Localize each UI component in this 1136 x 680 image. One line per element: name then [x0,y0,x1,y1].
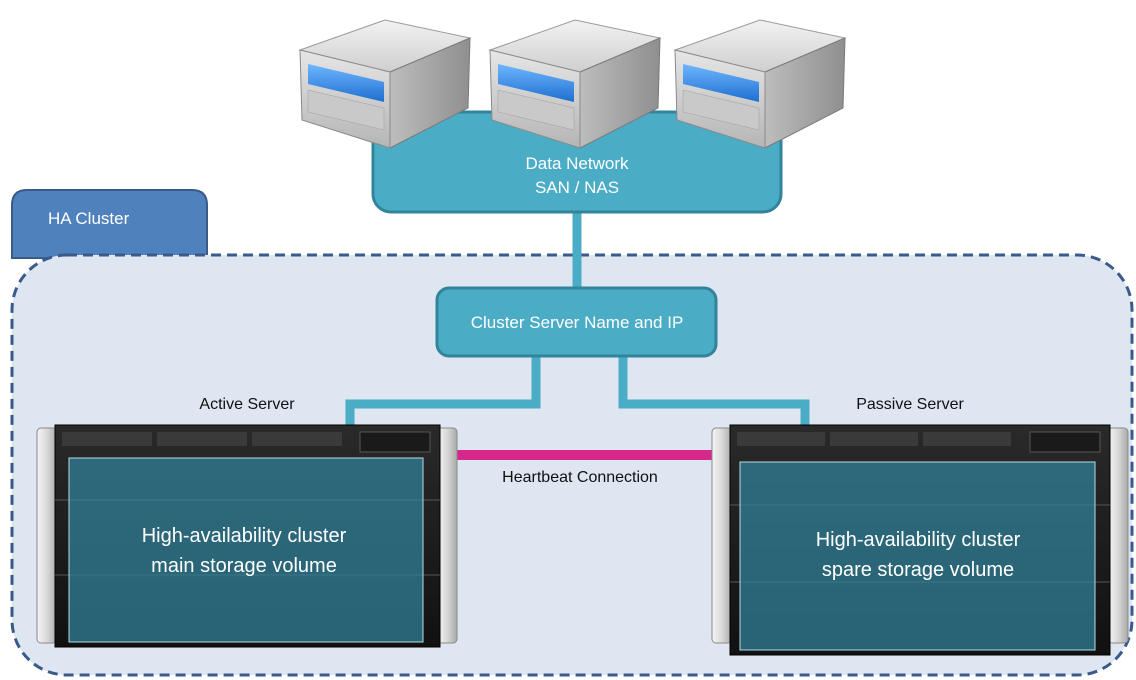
passive-server-label: Passive Server [856,396,964,413]
cluster-to-passive-line [618,356,810,425]
cluster-server-box [435,286,718,358]
active-volume-line2: main storage volume [151,555,337,577]
active-volume-overlay [68,457,424,643]
client-server-2 [488,19,662,149]
cluster-server-label: Cluster Server Name and IP [471,313,684,332]
data-network-sublabel: SAN / NAS [535,178,619,197]
client-server-1 [298,19,472,149]
ha-cluster-tab-label: HA Cluster [48,209,130,228]
heartbeat-label: Heartbeat Connection [502,469,658,486]
passive-volume-overlay [739,461,1096,651]
active-volume-line1: High-availability cluster [142,525,347,547]
passive-volume-line2: spare storage volume [822,559,1014,581]
cluster-to-active-line [345,356,541,425]
client-server-3 [673,19,847,149]
active-server-label: Active Server [199,396,295,413]
passive-volume-line1: High-availability cluster [816,529,1021,551]
ha-cluster-tab [11,189,208,259]
data-network-label: Data Network [526,154,629,173]
